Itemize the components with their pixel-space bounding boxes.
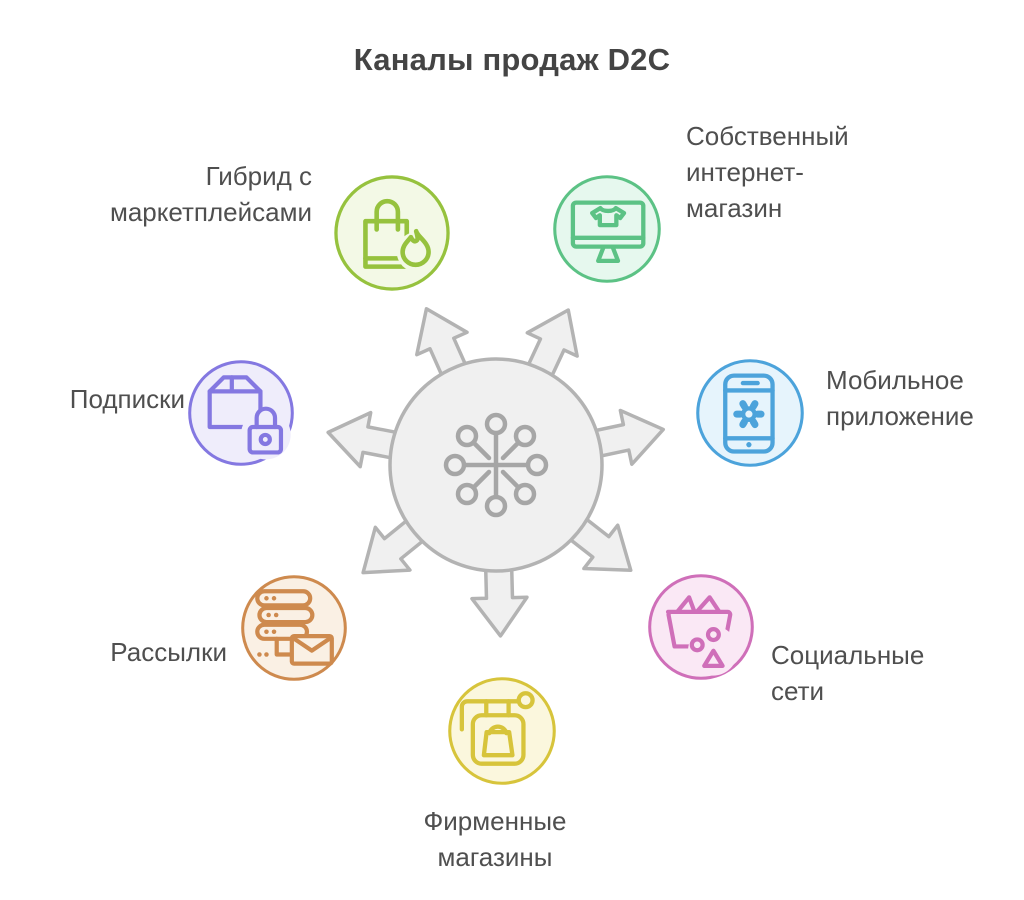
server-mail-icon	[240, 574, 348, 682]
hub-diagram	[316, 285, 676, 645]
label-own-online-store: Собственный интернет- магазин	[686, 121, 849, 223]
label-mobile-app: Мобильное приложение	[826, 365, 974, 431]
label-newsletters: Рассылки	[110, 637, 227, 667]
basket-shapes-icon	[647, 573, 755, 681]
shopping-bag-flame-icon	[333, 174, 451, 292]
smartphone-gear-icon	[695, 358, 805, 468]
label-social-networks: Социальные сети	[771, 640, 925, 706]
hub-network-icon	[443, 412, 549, 518]
hub-svg	[326, 307, 666, 638]
label-subscriptions: Подписки	[69, 384, 185, 414]
box-lock-icon	[187, 359, 295, 467]
shop-sign-bag-icon	[447, 676, 557, 786]
monitor-tshirt-icon	[552, 174, 662, 284]
gear-flower-glyph	[733, 400, 765, 429]
label-hybrid-marketplaces: Гибрид с маркетплейсами	[109, 161, 312, 227]
label-brand-stores: Фирменные магазины	[423, 806, 567, 872]
page-title: Каналы продаж D2C	[353, 42, 671, 77]
